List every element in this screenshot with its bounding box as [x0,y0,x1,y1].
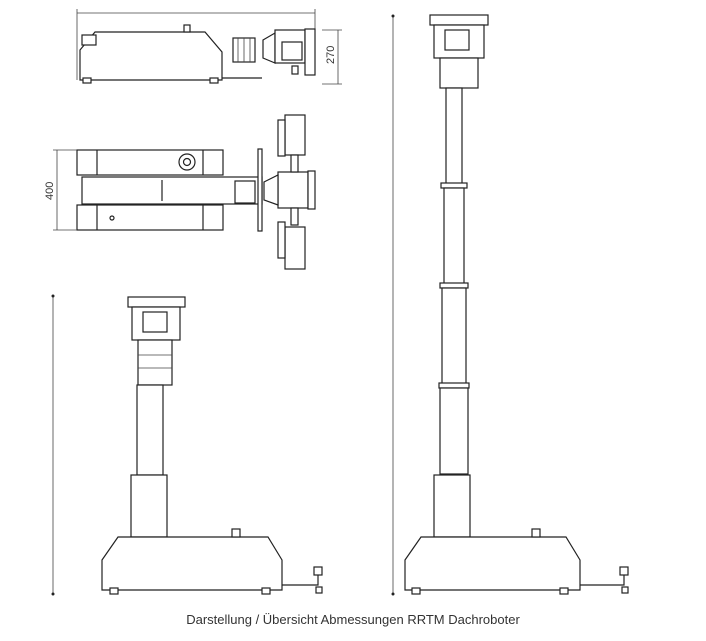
figure-caption: Darstellung / Übersicht Abmessungen RRTM… [186,612,520,627]
side-view: 270 [76,9,342,85]
front-view-extended [391,14,629,596]
dimension-400: 400 [44,182,56,200]
top-view: 400 [44,114,316,270]
front-view-lowered [51,294,323,596]
dimension-270: 270 [325,46,337,64]
